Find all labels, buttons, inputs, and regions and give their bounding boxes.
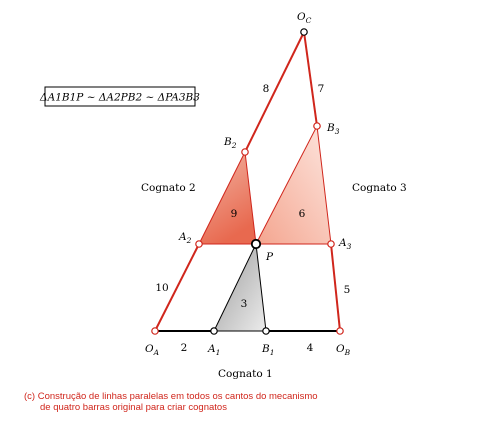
link-number-5: 5 xyxy=(344,284,351,296)
link-number-9: 9 xyxy=(231,208,238,220)
cognate-1-label: Cognato 1 xyxy=(218,368,273,380)
label-A1: A1 xyxy=(207,343,220,357)
joint-A1 xyxy=(210,327,218,335)
link-5 xyxy=(330,243,341,332)
label-A3: A3 xyxy=(338,237,352,251)
label-OC: OC xyxy=(297,11,312,25)
equation-box xyxy=(44,86,196,107)
cognate-3-label: Cognato 3 xyxy=(352,182,407,194)
joint-OA xyxy=(151,327,159,335)
label-B3: B3 xyxy=(326,122,340,136)
link-8 xyxy=(244,31,305,153)
link-number-10: 10 xyxy=(155,282,168,294)
label-OB: OB xyxy=(336,343,351,357)
link-number-7: 7 xyxy=(318,83,325,95)
joint-OC xyxy=(300,28,308,36)
link-7 xyxy=(303,31,318,127)
equation-text: ΔA1B1P ~ ΔA2PB2 ~ ΔPA3B3 xyxy=(39,92,200,104)
label-B1: B1 xyxy=(261,343,275,357)
joint-B1 xyxy=(262,327,270,335)
link-number-6: 6 xyxy=(299,208,306,220)
joints xyxy=(151,28,344,335)
joint-A3 xyxy=(327,240,335,248)
link-number-2: 2 xyxy=(181,342,188,354)
coupler-triangle-9 xyxy=(198,150,257,245)
cognate-2-label: Cognato 2 xyxy=(141,182,196,194)
joint-P xyxy=(250,238,262,250)
joint-OB xyxy=(336,327,344,335)
caption-line-1: (c) Construção de linhas paralelas em to… xyxy=(24,391,318,402)
label-B2: B2 xyxy=(223,136,237,150)
caption-line-2: de quatro barras original para criar cog… xyxy=(40,402,227,413)
link-number-4: 4 xyxy=(307,342,314,354)
label-OA: OA xyxy=(145,343,160,357)
link-number-3: 3 xyxy=(241,298,248,310)
coupler-triangle-6 xyxy=(255,124,332,245)
label-A2: A2 xyxy=(178,231,192,245)
joint-B3 xyxy=(313,122,321,130)
link-number-8: 8 xyxy=(263,83,270,95)
label-P: P xyxy=(265,251,274,263)
coupler-triangle-3 xyxy=(213,242,267,332)
joint-B2 xyxy=(241,148,249,156)
joint-A2 xyxy=(195,240,203,248)
link-10 xyxy=(154,243,200,332)
